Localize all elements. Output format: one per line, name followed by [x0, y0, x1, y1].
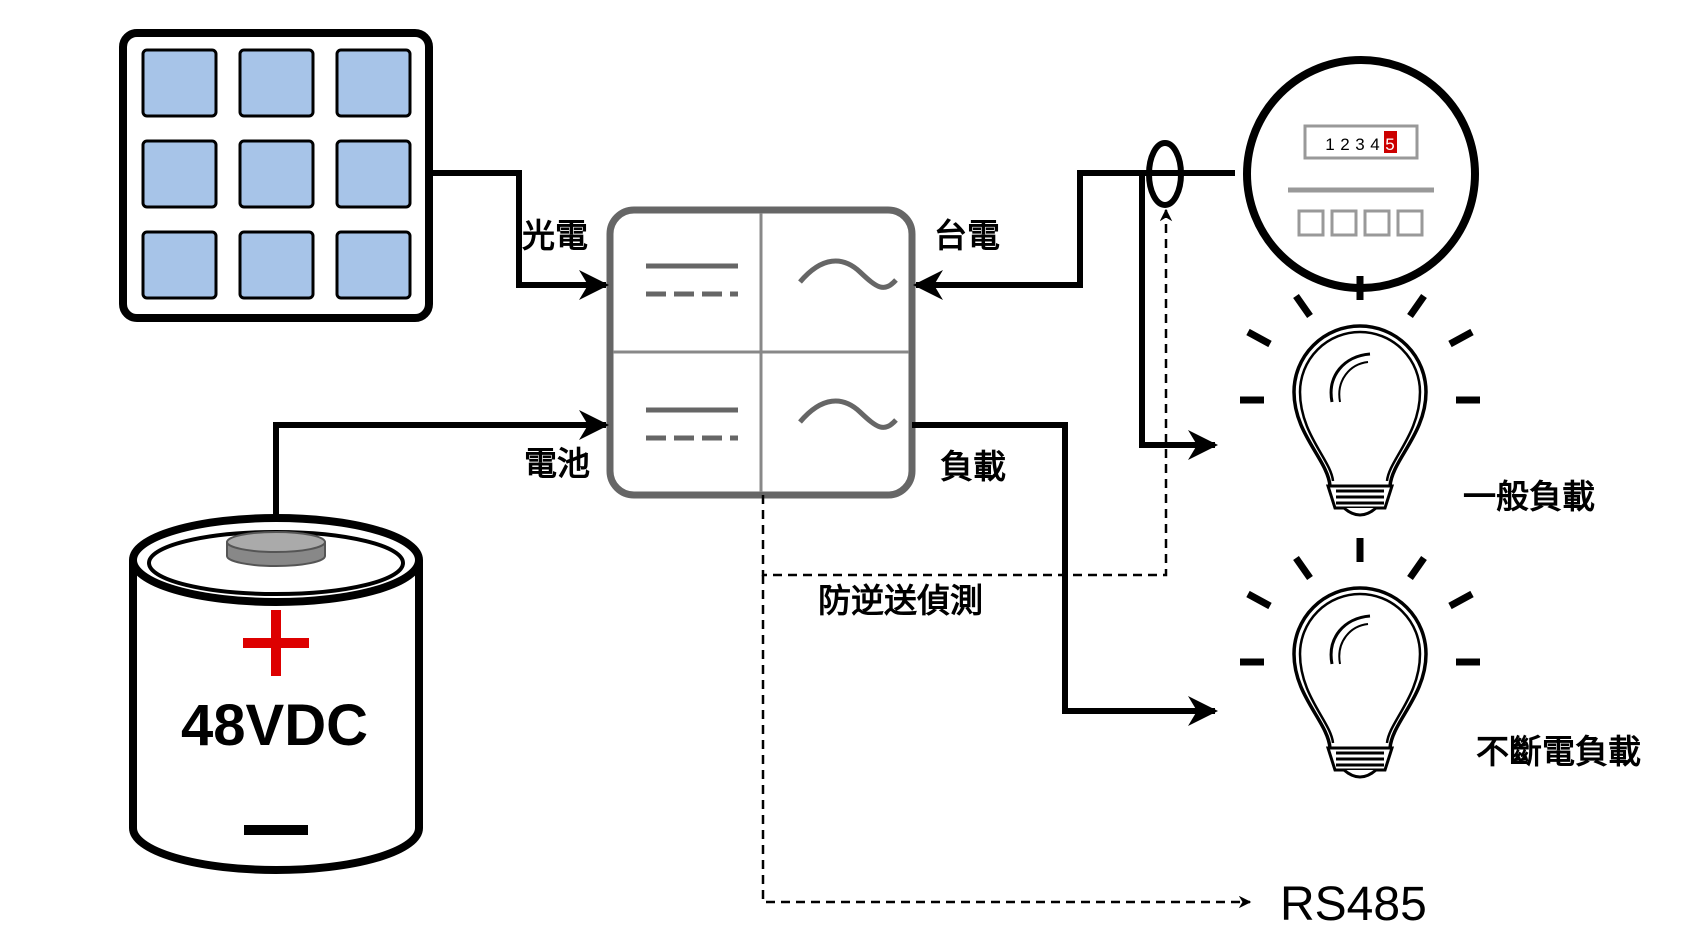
ct-sensor-icon: [1146, 140, 1184, 208]
general-load-bulb-icon: [1240, 276, 1480, 517]
solar-panel-icon: [119, 29, 433, 322]
meter-digit: 4: [1370, 135, 1379, 154]
meter-digit: 1: [1325, 135, 1334, 154]
rs485-label: RS485: [1280, 878, 1427, 927]
meter-digit-highlight: [1384, 131, 1397, 153]
battery-minus-icon: [244, 825, 308, 835]
battery-label: 電池: [524, 444, 590, 483]
solar-cell: [335, 230, 412, 300]
rs485-line: [761, 575, 1252, 909]
general-load-line: [1139, 173, 1218, 460]
grid-line: [913, 170, 1235, 300]
ups-load-line: [912, 422, 1218, 726]
pv-line: [429, 170, 609, 300]
power-lines: [261, 170, 1235, 726]
pv-label: 光電: [522, 216, 588, 255]
meter-digit: 5: [1385, 135, 1394, 154]
anti-backflow-label: 防逆送偵測: [818, 581, 983, 620]
battery-icon: [129, 514, 423, 874]
anti-backflow-line: [761, 208, 1173, 577]
meter-digit: 3: [1355, 135, 1364, 154]
general-load-label: 一般負載: [1463, 477, 1595, 516]
solar-cell: [141, 139, 218, 209]
load-label: 負載: [940, 447, 1006, 486]
ups-load-label: 不斷電負載: [1476, 732, 1641, 771]
battery-plus-icon: [243, 610, 309, 676]
solar-cell: [141, 48, 218, 118]
dc-symbol-top-icon: [646, 263, 738, 297]
ac-symbol-bottom-icon: [798, 398, 898, 430]
meter-digit: 2: [1340, 135, 1349, 154]
solar-cell: [141, 230, 218, 300]
solar-cell: [238, 230, 315, 300]
solar-cell: [335, 139, 412, 209]
signal-lines: [761, 208, 1252, 909]
dc-symbol-bottom-icon: [646, 407, 738, 441]
grid-label: 台電: [934, 216, 1000, 255]
ac-symbol-top-icon: [798, 258, 898, 290]
solar-cell: [238, 48, 315, 118]
inverter-box: [606, 206, 916, 499]
battery-voltage-label: 48VDC: [181, 693, 368, 758]
solar-cell: [335, 48, 412, 118]
solar-cell: [238, 139, 315, 209]
ups-load-bulb-icon: [1240, 538, 1480, 779]
battery-line: [261, 410, 609, 548]
